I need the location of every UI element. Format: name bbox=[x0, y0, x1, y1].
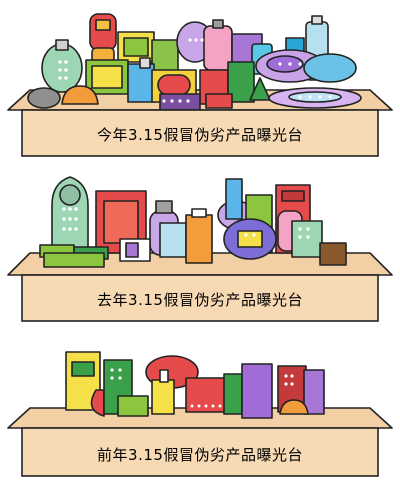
shelf-this-year: 今年3.15假冒伪劣产品曝光台 bbox=[0, 0, 400, 165]
products-illustration-year-before-last bbox=[7, 351, 393, 477]
products-illustration-last-year bbox=[7, 176, 393, 322]
products-illustration-this-year bbox=[7, 13, 393, 157]
shelf-year-before-last: 前年3.15假冒伪劣产品曝光台 bbox=[0, 330, 400, 495]
shelf-last-year: 去年3.15假冒伪劣产品曝光台 bbox=[0, 165, 400, 330]
